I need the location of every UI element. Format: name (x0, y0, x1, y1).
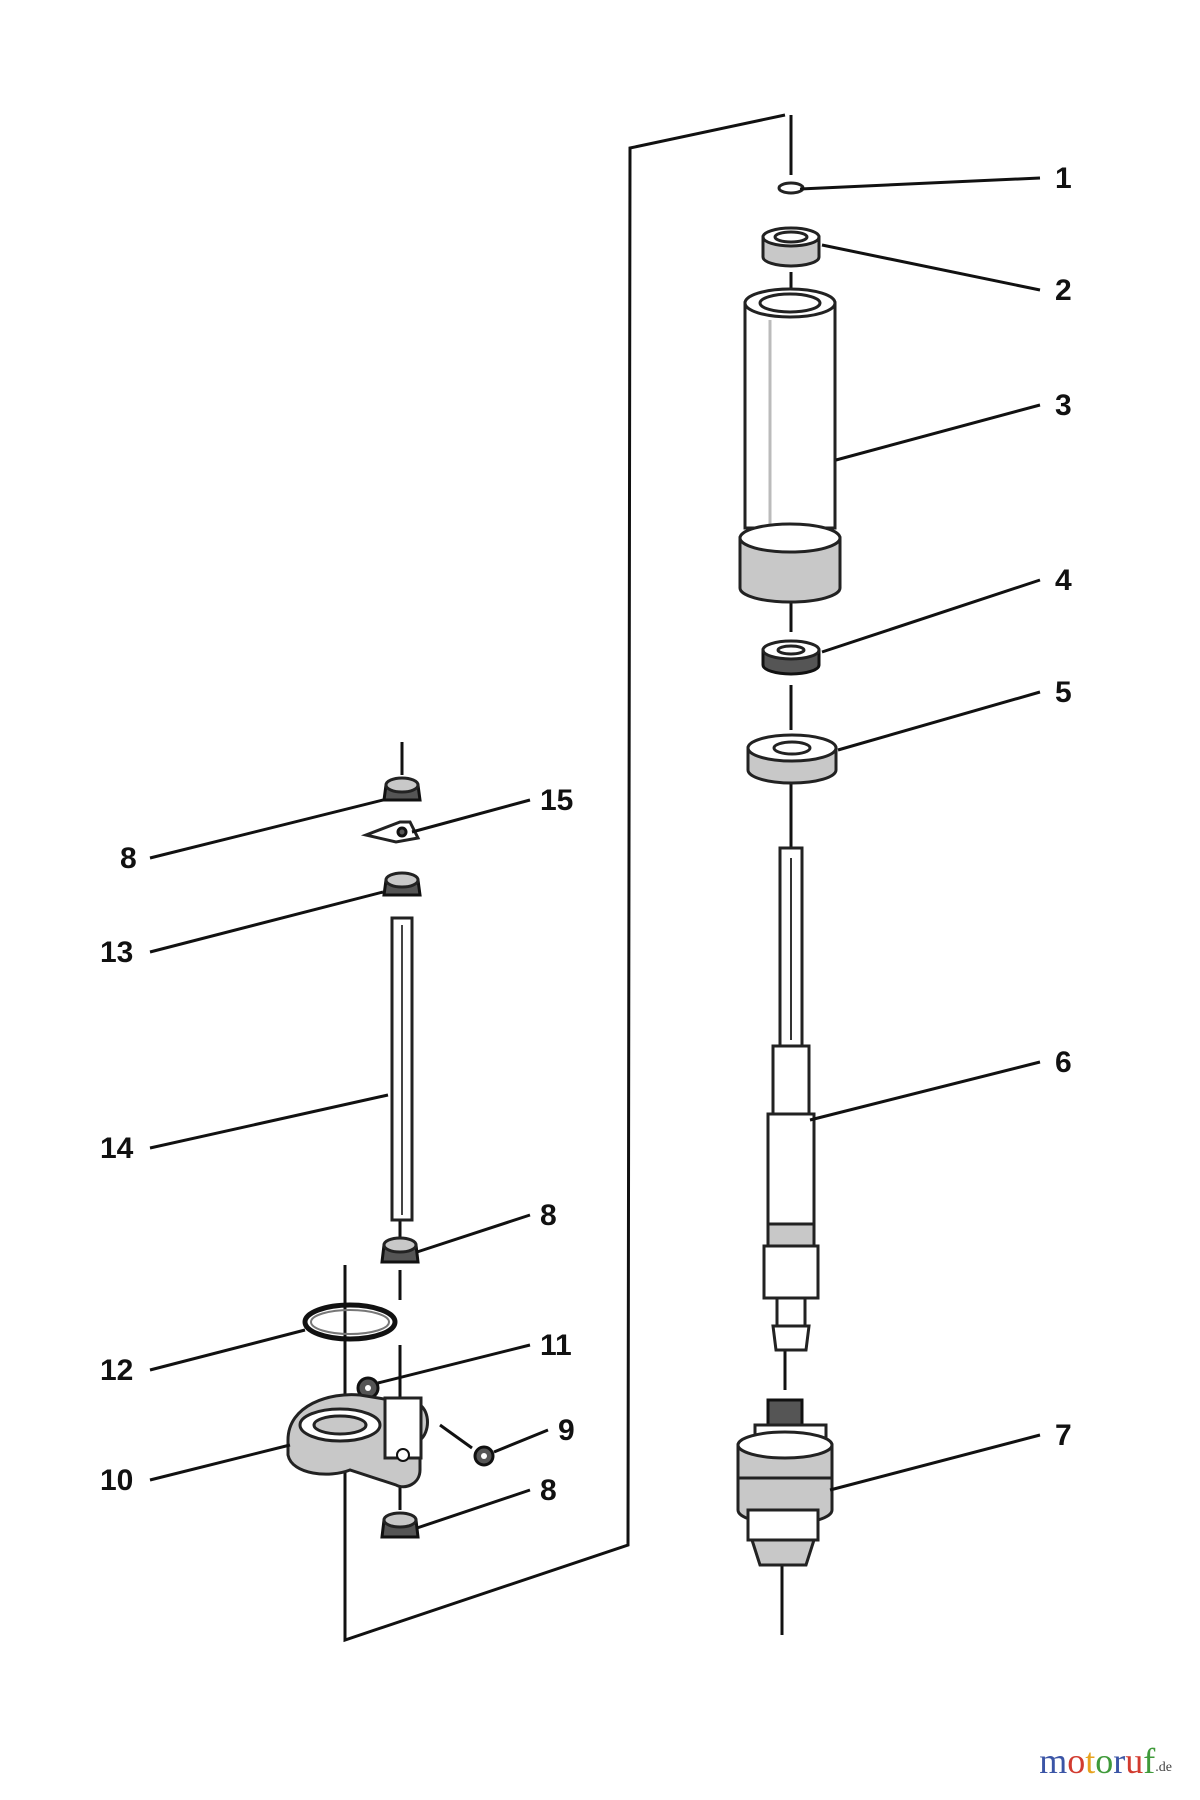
callout-10: 10 (100, 1464, 133, 1497)
callout-labels: 1 2 3 4 5 6 7 8 8 8 9 10 11 12 13 14 15 (100, 162, 1072, 1507)
callout-8-top: 8 (120, 842, 137, 875)
callout-4: 4 (1055, 564, 1072, 597)
part-10-bracket (286, 1393, 429, 1489)
part-3-quill-tube (738, 287, 842, 604)
assembly-frame (343, 113, 786, 1643)
brand-letter: f (1143, 1741, 1156, 1781)
callout-9: 9 (558, 1414, 575, 1447)
callout-6: 6 (1055, 1046, 1072, 1079)
part-5-bearing (746, 733, 838, 785)
callout-14: 14 (100, 1132, 134, 1165)
part-1-retaining-ring (777, 181, 805, 195)
leader-lines (149, 176, 1041, 1530)
brand-letter: o (1067, 1741, 1086, 1781)
brand-letter: u (1125, 1741, 1144, 1781)
part-7-chuck (736, 1398, 834, 1567)
callout-3: 3 (1055, 389, 1072, 422)
part-15-stop-plate (360, 820, 421, 844)
part-2-bearing (761, 226, 821, 268)
callout-13: 13 (100, 936, 133, 969)
part-8-hex-nut-middle (380, 1236, 420, 1264)
part-13-hex-nut (382, 871, 422, 897)
callout-15: 15 (540, 784, 573, 817)
spindle-assembly (736, 115, 842, 1635)
brand-watermark: motoruf.de (1039, 1740, 1172, 1782)
callout-8-bottom: 8 (540, 1474, 557, 1507)
callout-7: 7 (1055, 1419, 1072, 1452)
part-6-spindle (762, 846, 820, 1352)
part-4-nut (761, 639, 821, 676)
brand-letter: r (1113, 1741, 1126, 1781)
part-14-threaded-rod (390, 916, 414, 1222)
part-12-o-ring (302, 1302, 398, 1342)
brand-letter: m (1039, 1741, 1068, 1781)
callout-8-middle: 8 (540, 1199, 557, 1232)
callout-12: 12 (100, 1354, 133, 1387)
brand-letter: o (1095, 1741, 1114, 1781)
callout-1: 1 (1055, 162, 1072, 195)
part-8-hex-nut-bottom (380, 1511, 420, 1539)
callout-2: 2 (1055, 274, 1072, 307)
brand-suffix: .de (1155, 1760, 1172, 1775)
callout-5: 5 (1055, 676, 1072, 709)
part-9-set-screw (439, 1423, 495, 1467)
brand-letter: t (1085, 1741, 1096, 1781)
part-8-hex-nut-top (382, 776, 422, 802)
callout-11: 11 (540, 1329, 572, 1362)
depth-stop-assembly (286, 742, 495, 1539)
